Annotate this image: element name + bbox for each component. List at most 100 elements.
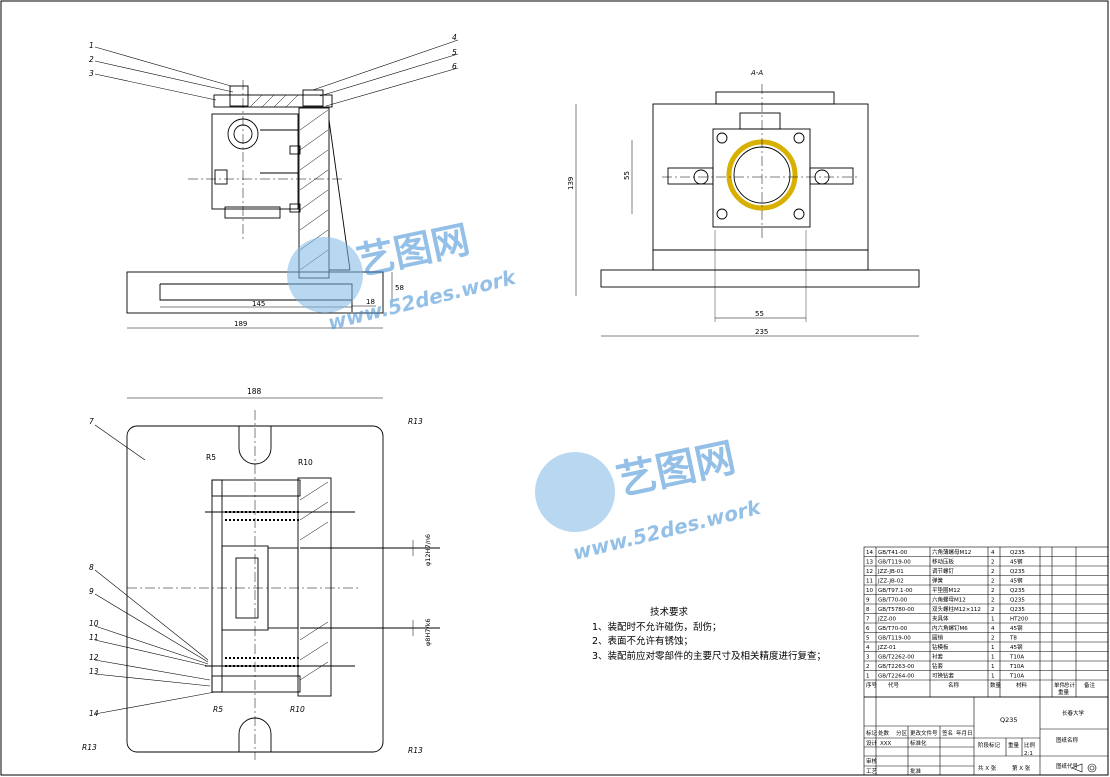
bom-cell-mat: 45钢 bbox=[1010, 624, 1023, 632]
bom-cell-mat: T10A bbox=[1009, 674, 1024, 680]
radius-r13-br: R13 bbox=[408, 746, 423, 755]
bom-cell-no: 6 bbox=[866, 626, 870, 632]
dim-55v: 55 bbox=[623, 171, 631, 180]
bom-cell-name: 钻模板 bbox=[932, 643, 949, 651]
radius-r13-bl: R13 bbox=[82, 743, 97, 752]
fit-phi12: φ12H7/n6 bbox=[424, 534, 432, 566]
bom-cell-qty: 4 bbox=[991, 626, 995, 632]
callout-14: 14 bbox=[89, 709, 99, 718]
projection-symbol bbox=[1071, 763, 1097, 773]
bom-cell-name: 调节螺钉 bbox=[932, 567, 955, 575]
bom-cell-qty: 1 bbox=[991, 645, 995, 651]
bom-header-qty: 数量 bbox=[990, 681, 1002, 689]
tb-change: 更改文件号 bbox=[910, 729, 938, 737]
plan-view-leaders bbox=[94, 424, 216, 715]
bom-header-code: 代号 bbox=[888, 681, 900, 689]
tb-stage: 阶段标记 bbox=[978, 741, 1001, 749]
dim-18: 18 bbox=[366, 298, 375, 306]
callout-1: 1 bbox=[89, 41, 94, 50]
title-block bbox=[863, 696, 1109, 776]
bom-cell-qty: 4 bbox=[991, 550, 995, 556]
bom-cell-mat: Q235 bbox=[1010, 550, 1025, 556]
bom-cell-name: 钻套 bbox=[932, 662, 944, 670]
bom-cell-qty: 2 bbox=[991, 560, 995, 566]
bom-cell-qty: 2 bbox=[991, 636, 995, 642]
tech-item-1: 1、装配时不允许碰伤，刮伤； bbox=[592, 621, 722, 633]
bom-cell-mat: 45钢 bbox=[1010, 577, 1023, 585]
bom-cell-name: 圆销 bbox=[932, 634, 944, 642]
bom-cell-name: 移动压板 bbox=[932, 558, 955, 566]
tb-designer: 设计 bbox=[866, 739, 878, 747]
bom-header-total: 总计 bbox=[1064, 681, 1076, 689]
bom-cell-no: 3 bbox=[866, 655, 870, 661]
bom-cell-qty: 2 bbox=[991, 588, 995, 594]
bom-cell-mat: HT200 bbox=[1010, 617, 1028, 623]
watermark-1: 艺图网 www.52des.work bbox=[287, 217, 519, 335]
bom-cell-no: 5 bbox=[866, 636, 870, 642]
bom-header-single: 单件 bbox=[1054, 681, 1066, 689]
front-view-leaders bbox=[94, 39, 459, 107]
bom-cell-qty: 1 bbox=[991, 674, 995, 680]
plan-view-dims: 188 R13 R5 R10 R5 R10 R13 R13 φ12H7/n6 φ… bbox=[82, 387, 432, 755]
callout-10: 10 bbox=[89, 619, 99, 628]
dim-189: 189 bbox=[234, 320, 247, 328]
bom-header-weight: 重量 bbox=[1058, 688, 1070, 696]
bom-cell-no: 14 bbox=[866, 550, 873, 556]
tech-title: 技术要求 bbox=[650, 607, 689, 618]
bom-cell-code: GB/T119-00 bbox=[878, 636, 911, 642]
svg-text:艺图网: 艺图网 bbox=[353, 217, 474, 284]
bom-cell-name: 双头螺柱M12×112 bbox=[932, 605, 981, 613]
bom-header-no: 序号 bbox=[866, 681, 878, 689]
tb-scale-value: 2:1 bbox=[1024, 751, 1033, 757]
bom-cell-name: 内六角螺钉M6 bbox=[932, 624, 968, 632]
tb-std: 标准化 bbox=[910, 739, 927, 747]
callout-13: 13 bbox=[89, 667, 99, 676]
bom-cell-name: 六角螺母M12 bbox=[932, 596, 966, 604]
callout-2: 2 bbox=[89, 55, 94, 64]
callout-7: 7 bbox=[89, 417, 94, 426]
bom-cell-no: 13 bbox=[866, 560, 873, 566]
section-label: A-A bbox=[750, 69, 763, 77]
bom-cell-mat: Q235 bbox=[1010, 569, 1025, 575]
bom-cell-no: 11 bbox=[866, 579, 873, 585]
tb-sheet-no: 第 X 张 bbox=[1012, 764, 1031, 772]
tb-mark: 标记 bbox=[866, 729, 878, 737]
tb-process: 工艺 bbox=[866, 768, 878, 775]
bom-cell-code: JZZ-01 bbox=[877, 645, 896, 651]
callout-12: 12 bbox=[89, 653, 99, 662]
tb-drawing-name: 图纸名称 bbox=[1056, 736, 1079, 744]
front-view-dims: 189 145 18 58 bbox=[234, 284, 404, 328]
tb-date: 年月日 bbox=[956, 729, 973, 737]
tech-item-2: 2、表面不允许有锈蚀； bbox=[592, 636, 694, 647]
front-view-callouts: 1 2 3 4 5 6 bbox=[89, 33, 457, 78]
callout-11: 11 bbox=[89, 633, 99, 642]
tb-drawing-code: 图纸代号 bbox=[1056, 762, 1079, 770]
tb-approve: 批准 bbox=[910, 767, 922, 775]
radius-r13-top: R13 bbox=[408, 417, 423, 426]
tb-scale: 比例 bbox=[1024, 741, 1036, 749]
bom-cell-code: GB/T97.1-00 bbox=[878, 588, 913, 594]
bom-cell-no: 8 bbox=[866, 607, 870, 613]
dim-55h: 55 bbox=[755, 310, 764, 318]
bom-cell-qty: 1 bbox=[991, 664, 995, 670]
callout-9: 9 bbox=[89, 587, 94, 596]
dim-139: 139 bbox=[567, 177, 575, 190]
bom-cell-code: GB/T2263-00 bbox=[878, 664, 915, 670]
tb-material: Q235 bbox=[1000, 716, 1018, 724]
tb-sign: 签名 bbox=[942, 729, 953, 737]
bom-cell-code: JZZ-00 bbox=[877, 617, 897, 623]
bom-cell-name: 夹具体 bbox=[932, 615, 949, 623]
bom-cell-code: GB/T2264-00 bbox=[878, 674, 915, 680]
section-view bbox=[575, 84, 920, 337]
bom-cell-code: JZZ-JB-02 bbox=[877, 579, 904, 585]
dim-145: 145 bbox=[252, 300, 265, 308]
radius-r10-bottom: R10 bbox=[290, 705, 305, 714]
tb-zone: 分区 bbox=[896, 729, 908, 737]
tech-requirements: 技术要求 1、装配时不允许碰伤，刮伤； 2、表面不允许有锈蚀； 3、装配前应对零… bbox=[592, 606, 826, 664]
bom-cell-code: GB/T70-00 bbox=[878, 626, 908, 632]
radius-r5: R5 bbox=[206, 453, 216, 462]
bom-cell-code: GB/T5780-00 bbox=[878, 607, 915, 613]
bom-cell-no: 12 bbox=[866, 569, 873, 575]
plan-view-callouts: 7 8 9 10 11 12 13 14 bbox=[89, 417, 99, 718]
